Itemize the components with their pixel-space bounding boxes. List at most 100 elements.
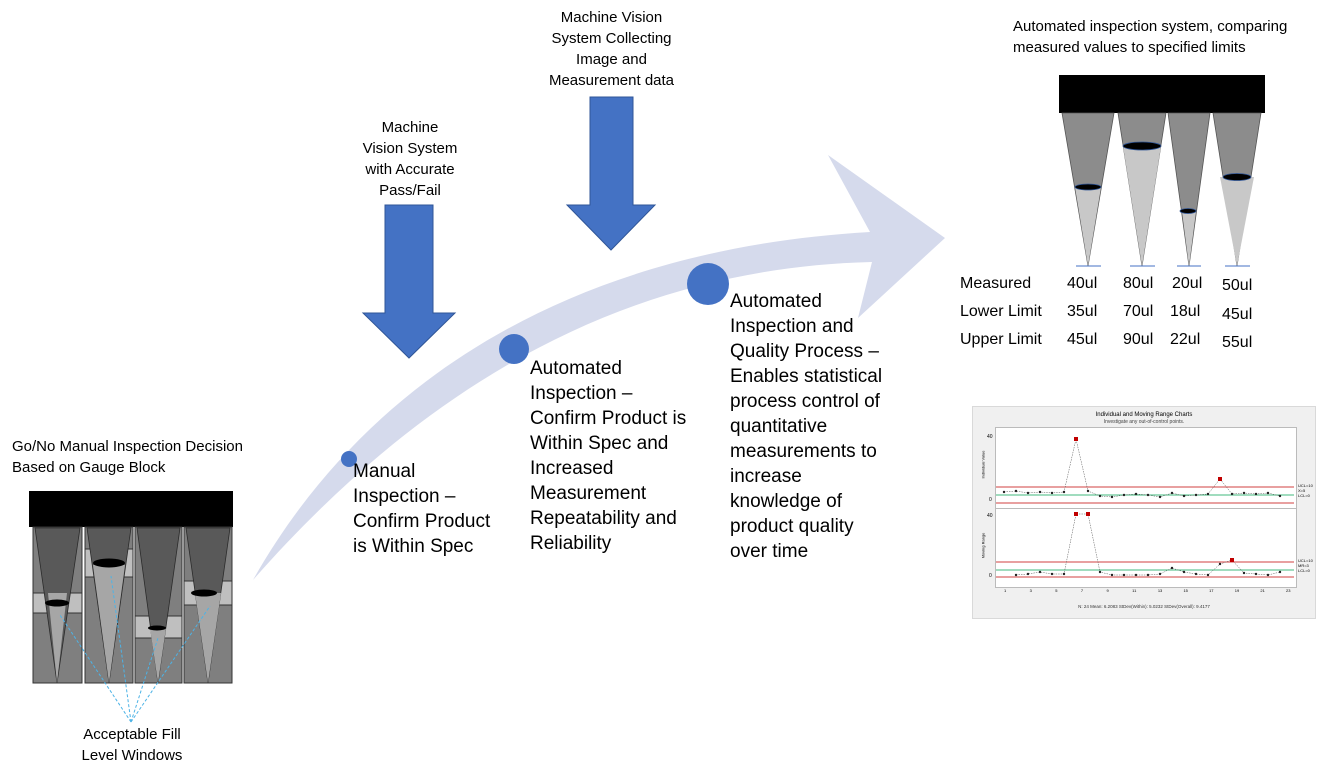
individual-series [1003, 438, 1281, 498]
cell-measured: 80ul [1123, 275, 1154, 292]
top-ytick: 40 [987, 434, 993, 440]
out-of-control-point [1086, 512, 1090, 516]
bottom-lcl-label: LCL=0 [1298, 568, 1310, 573]
step-3-line: knowledge of [730, 491, 842, 512]
arrow1-label-line: with Accurate [365, 161, 455, 178]
step-2-line: Automated [530, 358, 622, 379]
arrow2-label: Machine Vision System Collecting Image a… [528, 7, 695, 91]
curved-process-arrow [253, 155, 945, 580]
top-center-label: X=5 [1298, 488, 1306, 493]
x-tick-label: 17 [1209, 588, 1214, 593]
step-3-line: Enables statistical [730, 366, 883, 387]
x-tick-label: 19 [1234, 588, 1240, 593]
step-2-line: Increased [530, 458, 614, 479]
step-3-line: measurements to [730, 441, 877, 462]
step-1-line: Inspection – [353, 486, 456, 507]
x-tick-label: 5 [1055, 588, 1058, 593]
auto-title-line1: Automated inspection system, comparing [1013, 18, 1288, 35]
x-tick-label: 7 [1080, 588, 1084, 593]
top-ytick: 0 [989, 497, 992, 503]
step-1-line: Confirm Product [353, 511, 491, 532]
spc-chart-marks [996, 437, 1294, 578]
step-1-line: Manual [353, 461, 416, 482]
step-3-line: Inspection and [730, 316, 854, 337]
step-2-line: Inspection – [530, 383, 633, 404]
down-arrow-1 [361, 204, 457, 359]
step-3-line: process control of [730, 391, 880, 412]
out-of-control-point [1230, 558, 1234, 562]
row-label-lower: Lower Limit [960, 303, 1042, 320]
manual-gauge-title-line1: Go/No Manual Inspection Decision [12, 438, 243, 455]
down-arrow-2 [565, 96, 657, 251]
arrow1-label-line: Pass/Fail [379, 182, 441, 199]
cell-upper: 45ul [1067, 331, 1098, 348]
spc-chart-panel: Individual and Moving Range Charts Inves… [972, 406, 1316, 619]
out-of-control-point [1218, 477, 1222, 481]
arrow2-label-line: System Collecting [551, 30, 672, 47]
step-3-line: Automated [730, 291, 822, 312]
acceptable-fill-label-line2: Level Windows [81, 747, 183, 764]
x-tick-label: 23 [1286, 588, 1291, 593]
x-tick-label: 13 [1157, 588, 1163, 593]
step-3-line: increase [730, 466, 802, 487]
spc-title: Individual and Moving Range Charts [1095, 412, 1193, 418]
bottom-ucl-label: UCL=10 [1298, 558, 1313, 563]
moving-range-chart-frame [995, 508, 1297, 588]
step-2-line: Within Spec and [530, 433, 669, 454]
acceptable-fill-label-line1: Acceptable Fill [83, 726, 181, 743]
step-3-line: over time [730, 541, 809, 562]
step-3-text: Automated Inspection and Quality Process… [730, 289, 930, 564]
out-of-control-point [1074, 512, 1078, 516]
bottom-ytick: 0 [989, 573, 992, 579]
cell-lower: 70ul [1123, 303, 1154, 320]
x-tick-label: 11 [1132, 588, 1137, 593]
arrow1-label: Machine Vision System with Accurate Pass… [340, 117, 480, 201]
arrow2-label-line: Measurement data [548, 72, 675, 89]
spc-subtitle: Investigate any out-of-control points. [1103, 419, 1185, 425]
x-tick-label: 21 [1260, 588, 1265, 593]
cell-lower: 18ul [1170, 303, 1201, 320]
cell-upper: 90ul [1123, 331, 1154, 348]
x-tick-label: 15 [1183, 588, 1188, 593]
cell-measured: 40ul [1067, 275, 1098, 292]
step-dot-2 [499, 334, 529, 364]
step-1-line: is Within Spec [353, 536, 474, 557]
cell-upper: 22ul [1170, 331, 1201, 348]
step-2-line: Confirm Product is [530, 408, 687, 429]
step-2-line: Measurement [530, 483, 647, 504]
row-label-measured: Measured [960, 275, 1032, 292]
x-tick-label: 9 [1106, 588, 1109, 593]
arrow2-label-line: Machine Vision [560, 9, 663, 26]
x-tick-label: 3 [1029, 588, 1032, 593]
row-label-upper: Upper Limit [960, 331, 1042, 348]
step-3-line: quantitative [730, 416, 828, 437]
arrow1-label-line: Machine [381, 119, 439, 136]
cell-lower: 45ul [1222, 306, 1253, 323]
x-tick-label: 1 [1004, 588, 1007, 593]
step-dot-1 [341, 451, 357, 467]
step-2-text: Automated Inspection – Confirm Product i… [530, 356, 720, 556]
cell-upper: 55ul [1222, 334, 1253, 351]
moving-range-series [1015, 513, 1281, 576]
top-ucl-label: UCL=10 [1298, 483, 1313, 488]
bottom-ytick: 40 [987, 513, 993, 519]
spc-footer: N: 24 Mean: 6.2083 StDev(Within): 5.0232… [1078, 604, 1210, 609]
cell-lower: 35ul [1067, 303, 1098, 320]
step-2-line: Reliability [530, 533, 612, 554]
arrow1-label-line: Vision System [362, 140, 458, 157]
step-3-line: Quality Process – [730, 341, 879, 362]
bottom-right-labels: UCL=10 MR=3 LCL=0 [1298, 558, 1313, 573]
bottom-center-label: MR=3 [1298, 563, 1309, 568]
step-dot-3 [687, 263, 729, 305]
arrow2-label-line: Image and [576, 51, 647, 68]
cell-measured: 50ul [1222, 277, 1253, 294]
top-lcl-label: LCL=0 [1298, 493, 1310, 498]
step-1-text: Manual Inspection – Confirm Product is W… [353, 459, 523, 559]
auto-title-line2: measured values to specified limits [1013, 39, 1246, 56]
top-right-labels: UCL=10 X=5 LCL=0 [1298, 483, 1313, 498]
cell-measured: 20ul [1172, 275, 1203, 292]
step-3-line: product quality [730, 516, 854, 537]
out-of-control-point [1074, 437, 1078, 441]
